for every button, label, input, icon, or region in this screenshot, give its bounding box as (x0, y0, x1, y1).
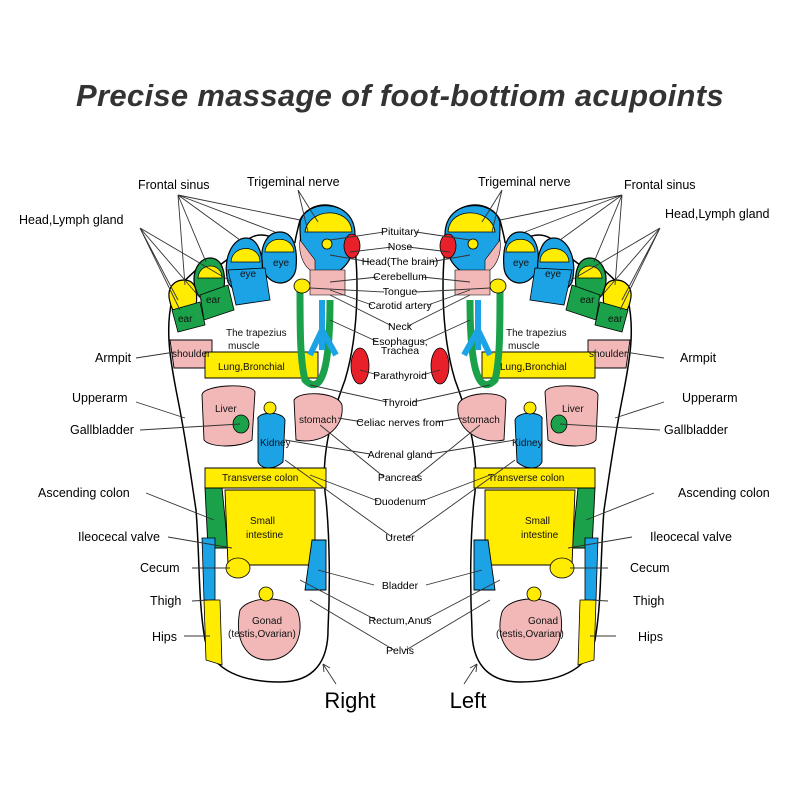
right-shoulder-label: shoulder (172, 349, 211, 360)
right-eye-label: eye (240, 269, 257, 280)
label-ileocecal-right: Ileocecal valve (78, 530, 160, 544)
label-pancreas: Pancreas (378, 472, 422, 484)
label-trigeminal-right: Trigeminal nerve (247, 175, 340, 189)
outer-labels: Frontal sinus Frontal sinus Head,Lymph g… (19, 175, 770, 644)
left-ear-label-2: ear (608, 314, 623, 325)
label-cecum-left: Cecum (630, 561, 670, 575)
label-upperarm-left: Upperarm (682, 391, 738, 405)
left-eye-label: eye (545, 269, 562, 280)
label-thyroid: Thyroid (382, 397, 417, 409)
left-lung-label: Lung,Bronchial (500, 362, 567, 373)
left-foot (430, 204, 633, 683)
left-trapezius-label-2: muscle (508, 341, 540, 352)
label-frontal-sinus-right: Frontal sinus (138, 178, 210, 192)
label-head-lymph-left: Head,Lymph gland (665, 207, 770, 221)
label-bladder: Bladder (382, 580, 419, 592)
label-tongue: Tongue (383, 286, 418, 298)
right-transverse-label: Transverse colon (222, 473, 298, 484)
left-shoulder-label: shoulder (589, 349, 628, 360)
right-eye-label-2: eye (273, 258, 290, 269)
left-small-label-2: intestine (521, 530, 559, 541)
label-thigh-right: Thigh (150, 594, 181, 608)
label-head-brain: Head(The brain) (362, 256, 438, 268)
label-pelvis: Pelvis (386, 645, 414, 657)
right-gonad-label-2: (testis,Ovarian) (228, 629, 296, 640)
label-adrenal: Adrenal gland (368, 449, 433, 461)
right-ear-label: ear (206, 295, 221, 306)
label-thigh-left: Thigh (633, 594, 664, 608)
left-liver-label: Liver (562, 404, 584, 415)
right-foot-label: Right (324, 688, 375, 713)
label-armpit-left: Armpit (680, 351, 717, 365)
right-transverse-zone (204, 467, 327, 489)
right-small-label: Small (250, 516, 275, 527)
right-ear-label-2: ear (178, 314, 193, 325)
right-kidney-zone (257, 412, 286, 469)
left-stomach-label: stomach (462, 415, 500, 426)
label-ascending-left: Ascending colon (678, 486, 770, 500)
right-liver-label: Liver (215, 404, 237, 415)
center-labels: Pituitary Nose Head(The brain) Cerebellu… (356, 226, 444, 657)
left-ear-label: ear (580, 295, 595, 306)
left-foot-label: Left (450, 688, 487, 713)
page-title: Precise massage of foot-bottiom acupoint… (76, 78, 724, 113)
label-ileocecal-left: Ileocecal valve (650, 530, 732, 544)
label-rectum: Rectum,Anus (368, 615, 431, 627)
label-frontal-sinus-left: Frontal sinus (624, 178, 696, 192)
label-celiac: Celiac nerves from (356, 417, 444, 429)
label-nose: Nose (388, 241, 413, 253)
right-trapezius-label-2: muscle (228, 341, 260, 352)
label-armpit-right: Armpit (95, 351, 132, 365)
label-head-lymph-right: Head,Lymph gland (19, 213, 124, 227)
label-gallbladder-right: Gallbladder (70, 423, 134, 437)
leader-lines (135, 189, 665, 685)
right-stomach-zone (293, 393, 343, 442)
right-small-label-2: intestine (246, 530, 284, 541)
label-neck: Neck (388, 321, 413, 333)
label-hips-left: Hips (638, 630, 663, 644)
right-lung-label: Lung,Bronchial (218, 362, 285, 373)
label-pituitary: Pituitary (381, 226, 420, 238)
label-trigeminal-left: Trigeminal nerve (478, 175, 571, 189)
left-gonad-label: Gonad (528, 616, 558, 627)
right-gonad-label: Gonad (252, 616, 282, 627)
left-kidney-label: Kidney (512, 438, 543, 449)
left-eye-label-2: eye (513, 258, 530, 269)
right-trapezius-label: The trapezius (226, 328, 287, 339)
label-carotid: Carotid artery (368, 300, 432, 312)
left-gonad-label-2: (testis,Ovarian) (496, 629, 564, 640)
left-small-label: Small (525, 516, 550, 527)
label-hips-right: Hips (152, 630, 177, 644)
label-parathyroid: Parathyroid (373, 370, 427, 382)
right-kidney-label: Kidney (260, 438, 291, 449)
label-ureter: Ureter (385, 532, 415, 544)
label-cerebellum: Cerebellum (373, 271, 427, 283)
label-duodenum: Duodenum (374, 496, 426, 508)
left-foot-inner-labels: eye eye ear ear The trapezius muscle sho… (462, 258, 628, 640)
right-liver-zone (201, 385, 256, 447)
right-stomach-label: stomach (299, 415, 337, 426)
left-trapezius-label: The trapezius (506, 328, 567, 339)
label-upperarm-right: Upperarm (72, 391, 128, 405)
right-small-intestine-zone (224, 489, 316, 566)
label-ascending-right: Ascending colon (38, 486, 130, 500)
label-cecum-right: Cecum (140, 561, 180, 575)
left-transverse-label: Transverse colon (488, 473, 564, 484)
label-gallbladder-left: Gallbladder (664, 423, 728, 437)
right-foot: eye eye ear ear The trapezius muscle sho… (167, 204, 370, 683)
label-trachea: Trachea (381, 345, 419, 357)
label-esophagus: Esophagus, (372, 336, 427, 348)
